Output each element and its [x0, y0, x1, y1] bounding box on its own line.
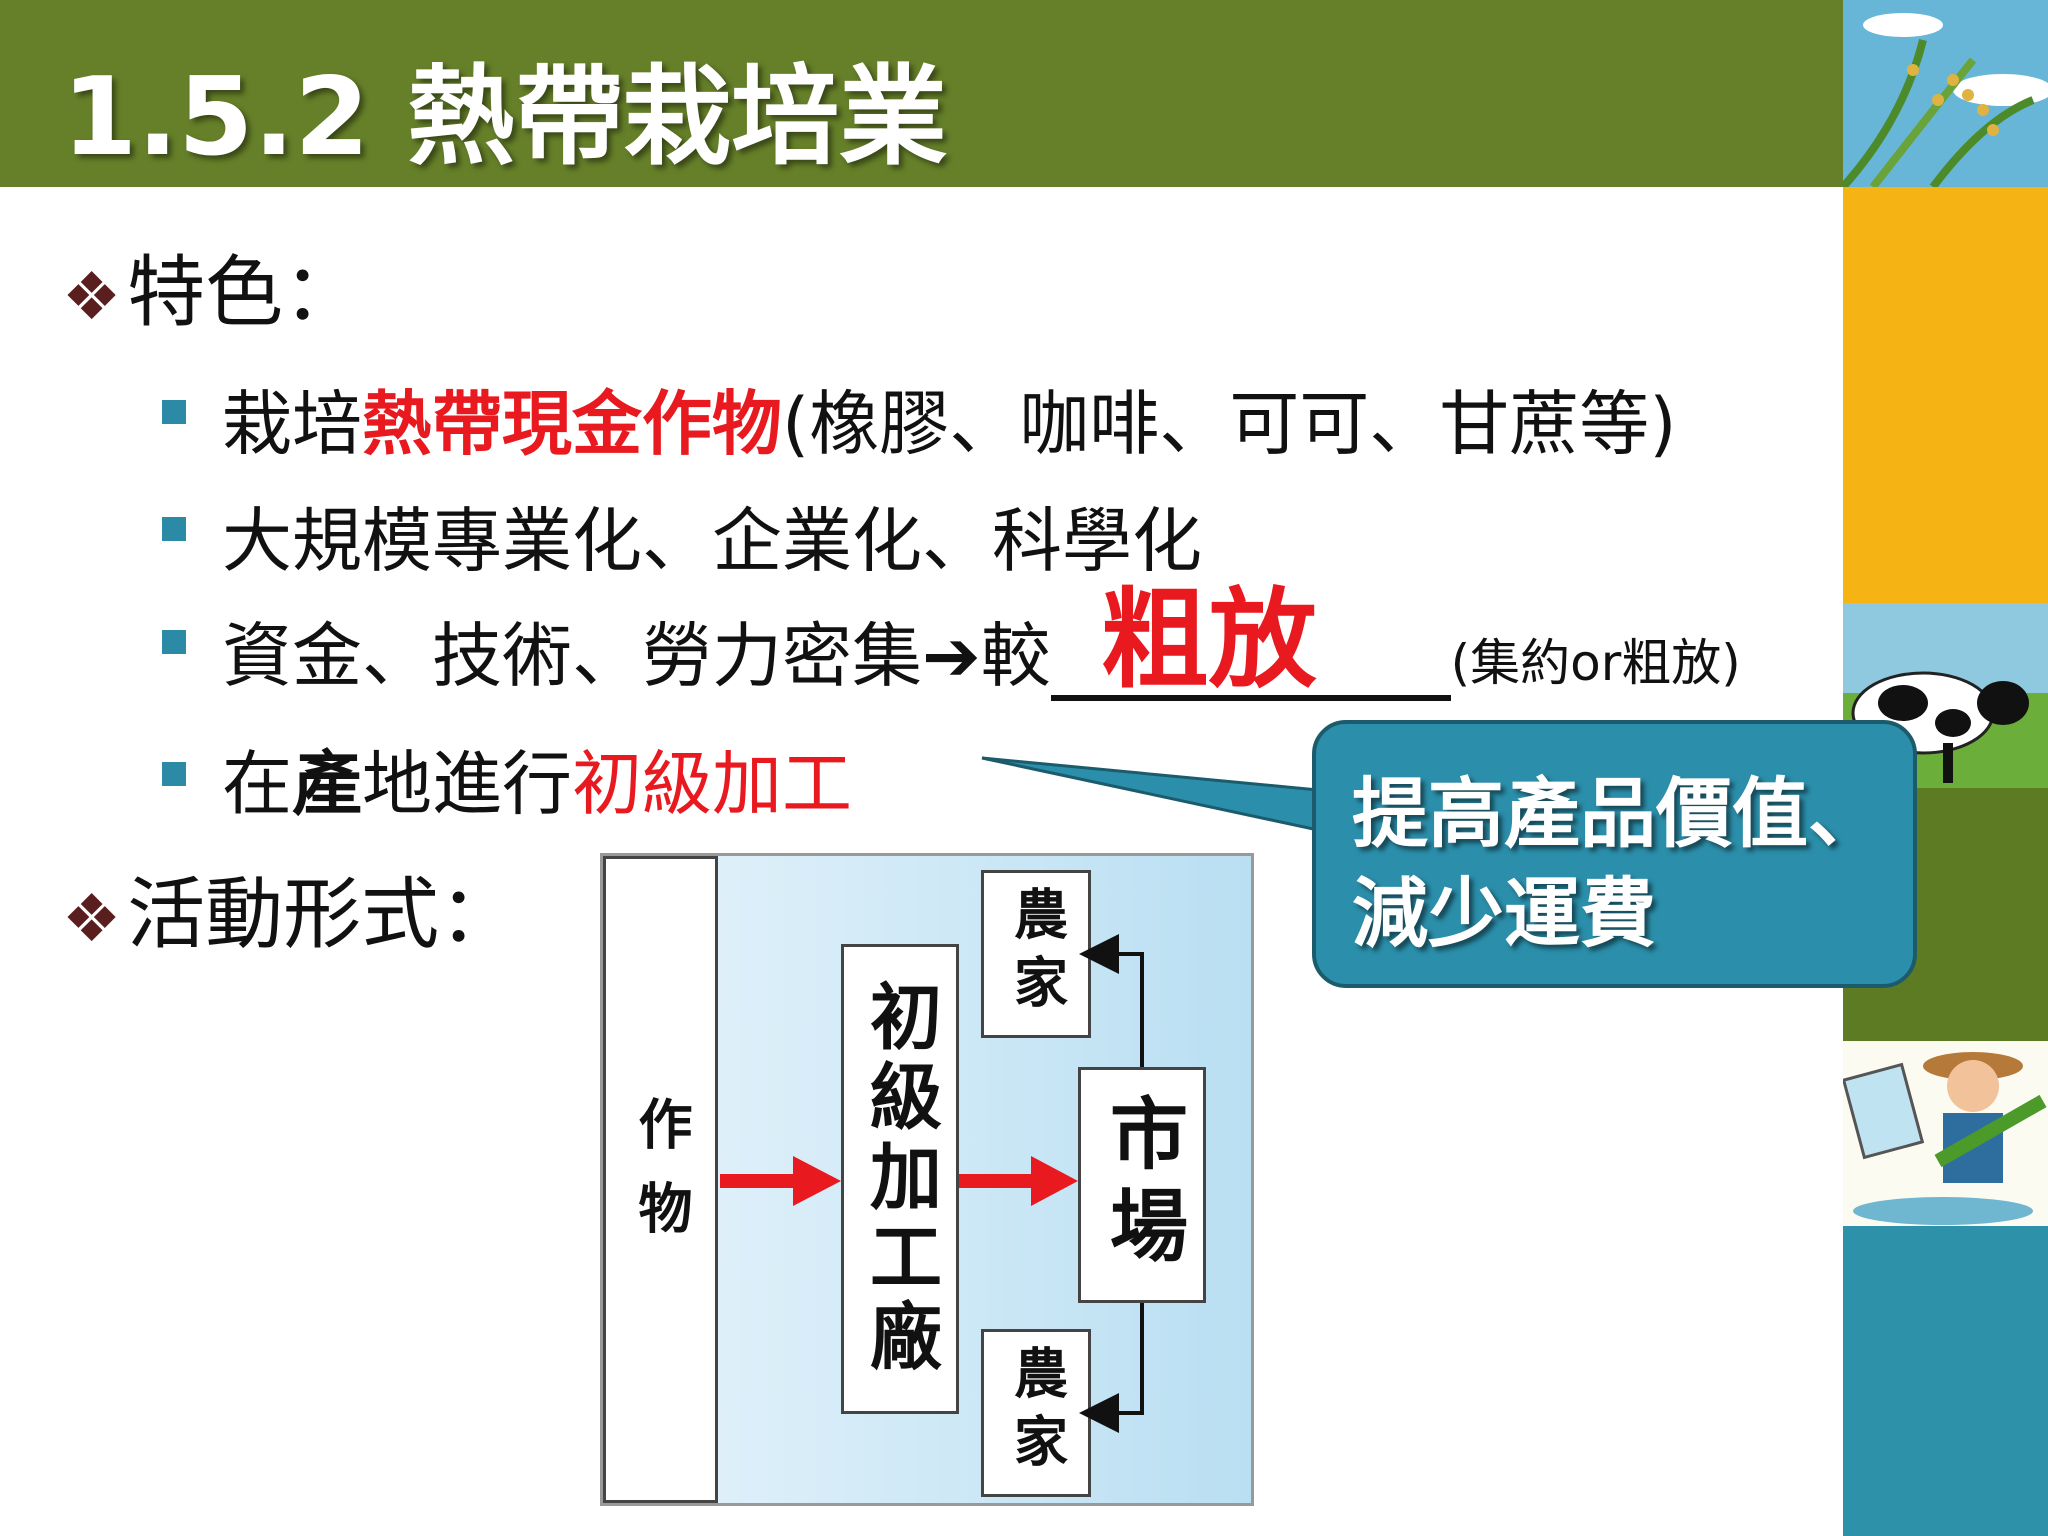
market-label: 市場 — [1097, 1093, 1187, 1277]
diamond-bullet-icon: ❖ — [62, 880, 122, 957]
crop-box: 作物 — [603, 856, 718, 1503]
square-bullet-icon — [162, 517, 186, 541]
callout-box: 提高產品價值、 減少運費 — [1312, 720, 1917, 988]
arrow-right-icon: ➔ — [922, 615, 981, 697]
rice-photo — [1843, 0, 2048, 187]
feature-3-compare: 較 — [980, 615, 1051, 697]
cow-photo — [1843, 603, 2048, 788]
arrow-crop-to-factory — [720, 1156, 841, 1206]
answer-blank: 粗放 — [1050, 587, 1451, 701]
answer-text: 粗放 — [1100, 578, 1317, 703]
process-diagram: 作物 初級加工廠 農家 市場 農家 — [600, 853, 1254, 1506]
arrow-factory-to-market — [959, 1156, 1078, 1206]
activity-heading: ❖活動形式： — [62, 852, 517, 964]
feature-1-highlight: 熱帶現金作物 — [362, 383, 782, 465]
features-heading: ❖特色： — [62, 230, 361, 342]
feature-item-1: 栽培熱帶現金作物(橡膠、咖啡、可可、甘蔗等) — [222, 368, 1677, 469]
feature-3-hint: (集約or粗放) — [1450, 634, 1741, 692]
farmer-bottom-box: 農家 — [981, 1329, 1091, 1497]
callout-line-1: 提高產品價值、 — [1352, 769, 1884, 858]
feature-4-mid: 地進行 — [362, 743, 572, 825]
farmer-icon — [1843, 1052, 2047, 1225]
farmer-bottom-label: 農家 — [1004, 1345, 1068, 1481]
crop-label: 作物 — [629, 1095, 692, 1264]
slide-title: 1.5.2 熱帶栽培業 — [62, 55, 948, 180]
square-bullet-icon — [162, 630, 186, 654]
feature-3-text: 資金、技術、勞力密集 — [222, 615, 922, 697]
feature-4-bold: 產 — [292, 743, 362, 825]
feature-item-3: 資金、技術、勞力密集➔較粗放(集約or粗放) — [222, 587, 1741, 701]
strip-teal — [1843, 1226, 2048, 1536]
diamond-bullet-icon: ❖ — [62, 258, 122, 335]
activity-heading-text: 活動形式： — [127, 870, 518, 960]
farmer-top-box: 農家 — [981, 870, 1091, 1038]
feature-4-prefix: 在 — [222, 743, 292, 825]
square-bullet-icon — [162, 762, 186, 786]
callout-line-2: 減少運費 — [1352, 869, 1656, 958]
rice-icon — [1843, 13, 2048, 187]
square-bullet-icon — [162, 400, 186, 424]
farmer-illustration — [1843, 1041, 2048, 1226]
factory-box: 初級加工廠 — [841, 944, 959, 1414]
features-heading-text: 特色： — [127, 248, 362, 338]
feature-1-examples: (橡膠、咖啡、可可、甘蔗等) — [782, 383, 1677, 465]
strip-yellow — [1843, 187, 2048, 603]
callout-text: 提高產品價值、 減少運費 — [1352, 764, 1884, 964]
arrow-market-to-top-farmer — [1079, 934, 1144, 1067]
feature-item-4: 在產地進行初級加工 — [222, 728, 852, 829]
feature-item-2: 大規模專業化、企業化、科學化 — [222, 485, 1202, 586]
feature-4-highlight: 初級加工 — [572, 743, 852, 825]
feature-1-prefix: 栽培 — [222, 383, 362, 465]
feature-2-text: 大規模專業化、企業化、科學化 — [222, 500, 1202, 582]
diagram-arrows — [720, 934, 1144, 1433]
factory-label: 初級加工廠 — [857, 979, 942, 1379]
market-box: 市場 — [1078, 1067, 1206, 1303]
title-bar — [0, 0, 1843, 187]
farmer-top-label: 農家 — [1004, 886, 1068, 1022]
arrow-market-to-bottom-farmer — [1079, 1303, 1144, 1433]
